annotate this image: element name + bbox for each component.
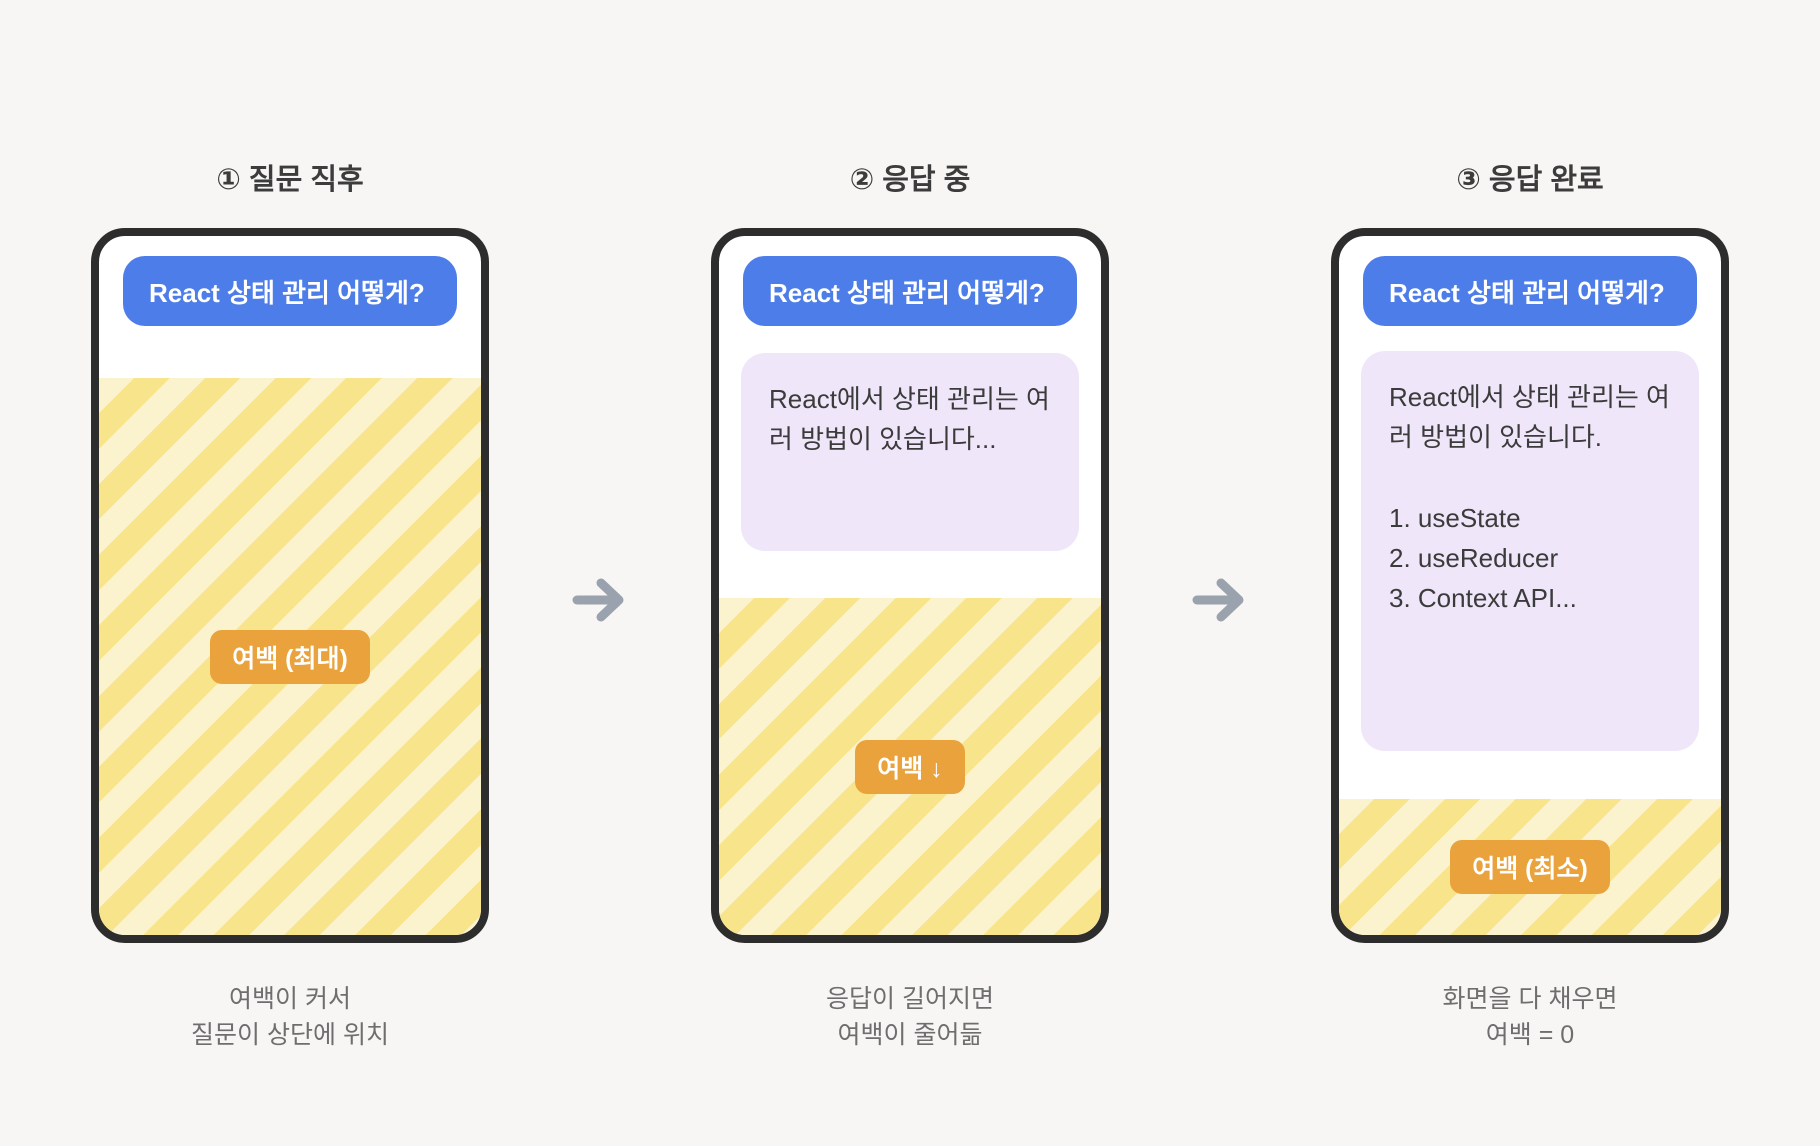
panel-caption: 화면을 다 채우면 여백 = 0 — [1442, 985, 1618, 1050]
transition-arrow-1 — [489, 162, 711, 625]
phone-frame: React 상태 관리 어떻게? React에서 상태 관리는 여 러 방법이 … — [711, 228, 1109, 943]
whitespace-badge: 여백 ↓ — [855, 739, 965, 794]
bubble-gap — [719, 551, 1101, 598]
answer-bubble: React에서 상태 관리는 여 러 방법이 있습니다... — [741, 353, 1079, 551]
question-bubble: React 상태 관리 어떻게? — [123, 256, 457, 326]
panel-response-complete: ③ 응답 완료 React 상태 관리 어떻게? React에서 상태 관리는 … — [1331, 162, 1729, 1054]
phone-frame: React 상태 관리 어떻게? 여백 (최대) — [91, 228, 489, 943]
question-bubble: React 상태 관리 어떻게? — [743, 256, 1077, 326]
right-arrow-icon — [572, 578, 624, 622]
phone-frame: React 상태 관리 어떻게? React에서 상태 관리는 여 러 방법이 … — [1331, 228, 1729, 943]
panel-caption: 응답이 길어지면 여백이 줄어듦 — [826, 985, 994, 1050]
question-bubble: React 상태 관리 어떻게? — [1363, 256, 1697, 326]
whitespace-zone: 여백 ↓ — [719, 598, 1101, 935]
right-arrow-icon — [1192, 578, 1244, 622]
panel-caption: 여백이 커서 질문이 상단에 위치 — [191, 985, 389, 1050]
transition-arrow-2 — [1109, 162, 1331, 625]
bubble-gap — [1339, 751, 1721, 799]
bubble-gap — [99, 326, 481, 378]
panel-responding: ② 응답 중 React 상태 관리 어떻게? React에서 상태 관리는 여… — [711, 162, 1109, 1054]
panel-title: ③ 응답 완료 — [1456, 164, 1604, 196]
answer-bubble: React에서 상태 관리는 여 러 방법이 있습니다. 1. useState… — [1361, 351, 1699, 751]
whitespace-badge: 여백 (최소) — [1450, 840, 1610, 894]
whitespace-zone: 여백 (최대) — [99, 378, 481, 935]
whitespace-badge: 여백 (최대) — [210, 629, 370, 684]
panel-title: ② 응답 중 — [849, 164, 971, 196]
panel-after-question: ① 질문 직후 React 상태 관리 어떻게? 여백 (최대) 여백이 커서 … — [91, 162, 489, 1054]
panel-title: ① 질문 직후 — [216, 164, 364, 196]
whitespace-zone: 여백 (최소) — [1339, 799, 1721, 935]
